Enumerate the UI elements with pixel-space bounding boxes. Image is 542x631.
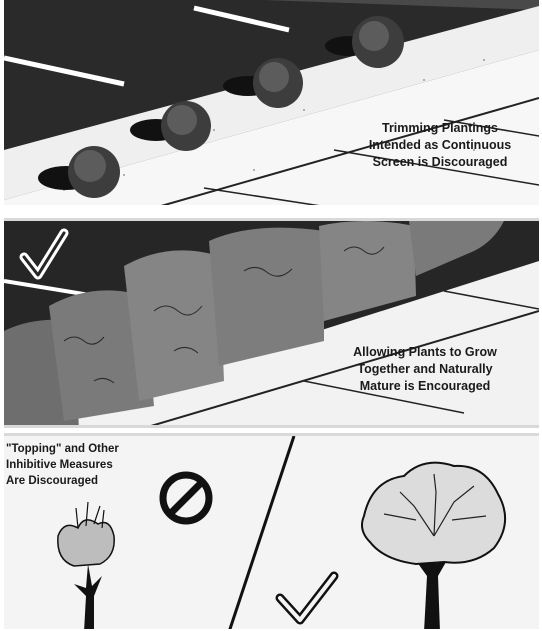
prohibited-icon bbox=[163, 475, 209, 521]
caption-line: Mature is Encouraged bbox=[325, 378, 525, 395]
caption-line: Intended as Continuous bbox=[350, 137, 530, 154]
caption-line: Trimming Plantings bbox=[350, 120, 530, 137]
caption-line: Allowing Plants to Grow bbox=[325, 344, 525, 361]
caption-line: Together and Naturally bbox=[325, 361, 525, 378]
caption-line: Screen is Discouraged bbox=[350, 154, 530, 171]
caption-topping-discouraged: "Topping" and Other Inhibitive Measures … bbox=[6, 441, 126, 489]
panel-natural-growth-encouraged bbox=[4, 218, 539, 428]
caption-trimming-discouraged: Trimming Plantings Intended as Continuou… bbox=[350, 120, 530, 171]
caption-line: Are Discouraged bbox=[6, 473, 126, 489]
caption-line: "Topping" and Other bbox=[6, 441, 126, 457]
check-icon bbox=[24, 233, 64, 275]
check-icon bbox=[280, 576, 334, 620]
topped-tree bbox=[58, 502, 114, 629]
caption-natural-growth-encouraged: Allowing Plants to Grow Together and Nat… bbox=[325, 344, 525, 395]
panel-trimming-discouraged bbox=[4, 0, 539, 208]
natural-hedge-illustration bbox=[4, 221, 539, 428]
caption-line: Inhibitive Measures bbox=[6, 457, 126, 473]
trimmed-shrubs-illustration bbox=[4, 0, 539, 208]
natural-tree bbox=[362, 463, 505, 629]
trimmed-shrub bbox=[325, 16, 404, 68]
